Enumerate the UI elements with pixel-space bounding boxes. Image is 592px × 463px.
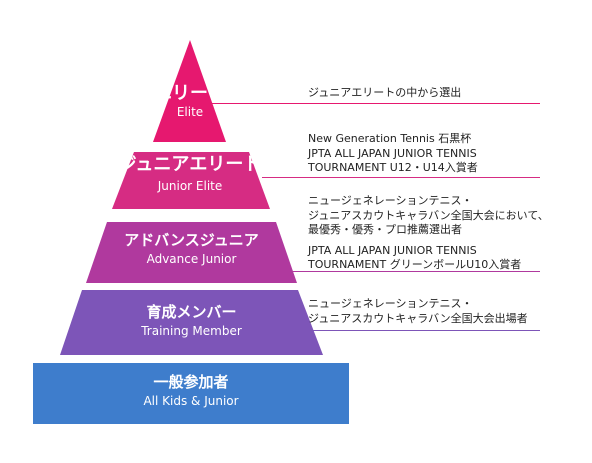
tier-title-en: Advance Junior	[146, 252, 237, 267]
tier-title-en: Training Member	[141, 324, 242, 339]
description-line: ジュニアスカウトキャラバン全国大会において、	[308, 208, 549, 222]
tier-title-en: Elite	[176, 104, 204, 119]
tier-title-jp: 一般参加者	[153, 373, 229, 391]
description-line: TOURNAMENT U12・U14入賞者	[308, 161, 478, 174]
tier-description-advance-junior: ニュージェネレーションテニス・ ジュニアスカウトキャラバン全国大会において、 最…	[308, 194, 549, 273]
description-line: ニュージェネレーションテニス・	[308, 194, 473, 207]
tier-description-junior-elite: New Generation Tennis 石黒杯 JPTA ALL JAPAN…	[308, 132, 478, 176]
connector-line-advance-junior	[289, 271, 540, 272]
tier-shape-advance-junior	[86, 222, 297, 283]
tier-title-en: All Kids & Junior	[143, 394, 239, 409]
tier-shape-training-member	[60, 290, 323, 355]
tier-title-jp: アドバンスジュニア	[124, 231, 259, 249]
description-line: ニュージェネレーションテニス・	[308, 297, 473, 310]
connector-line-elite	[210, 103, 540, 104]
description-line: JPTA ALL JAPAN JUNIOR TENNIS	[308, 243, 477, 257]
description-line: ジュニアスカウトキャラバン全国大会出場者	[308, 311, 528, 325]
tier-description-training-member: ニュージェネレーションテニス・ ジュニアスカウトキャラバン全国大会出場者	[308, 297, 528, 326]
tier-title-jp: ジュニアエリート	[118, 154, 262, 175]
tier-label-elite: エリート Elite	[140, 83, 240, 119]
tier-label-training-member: 育成メンバー Training Member	[60, 303, 323, 339]
tier-shape-junior-elite	[112, 152, 270, 209]
description-line: ジュニアエリートの中から選出	[308, 86, 462, 99]
tier-title-en: Junior Elite	[157, 178, 223, 193]
description-line: JPTA ALL JAPAN JUNIOR TENNIS	[308, 146, 477, 160]
tier-label-advance-junior: アドバンスジュニア Advance Junior	[86, 231, 297, 267]
description-line: 最優秀・優秀・プロ推薦選出者	[308, 223, 462, 236]
tier-shape-elite	[153, 40, 226, 142]
connector-line-training-member	[310, 330, 540, 331]
tier-label-all-kids: 一般参加者 All Kids & Junior	[33, 373, 349, 409]
connector-line-junior-elite	[262, 177, 540, 178]
tier-title-jp: 育成メンバー	[146, 303, 237, 321]
description-line: TOURNAMENT グリーンボールU10入賞者	[308, 258, 522, 271]
tier-description-elite: ジュニアエリートの中から選出	[308, 86, 461, 101]
description-line: New Generation Tennis 石黒杯	[308, 132, 472, 145]
tier-label-junior-elite: ジュニアエリート Junior Elite	[95, 154, 285, 193]
tier-shape-all-kids	[33, 363, 349, 424]
tier-title-jp: エリート	[154, 83, 226, 104]
